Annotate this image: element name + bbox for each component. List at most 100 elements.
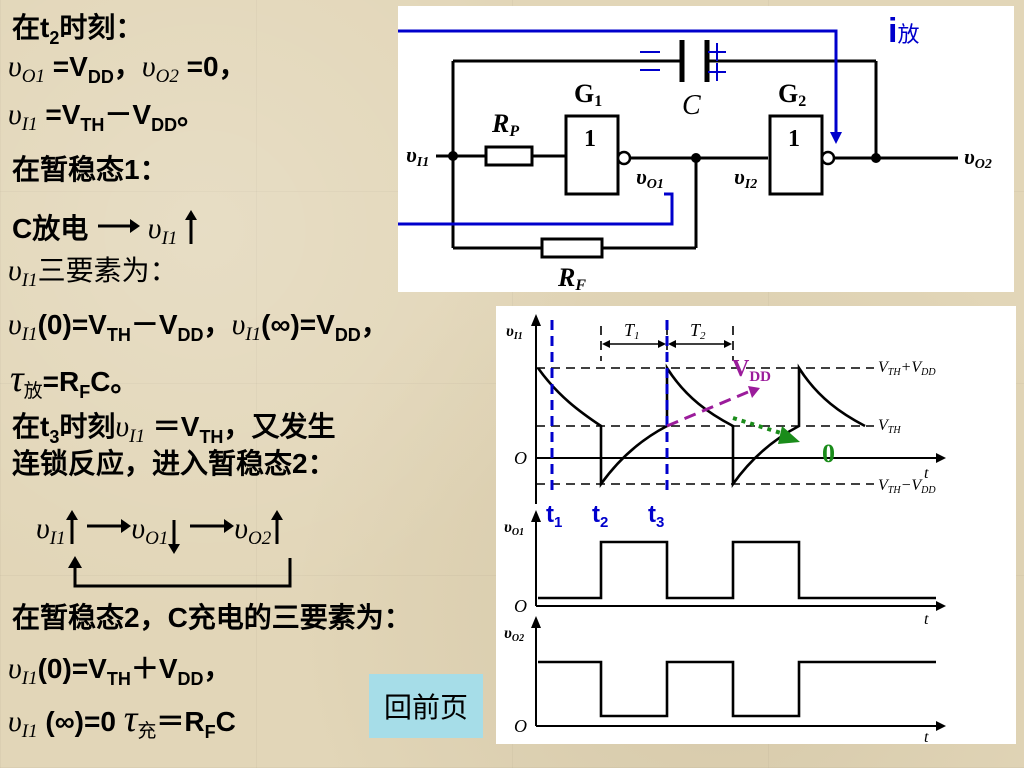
- line-t2-moment: 在t2时刻：: [12, 12, 144, 48]
- inverter-bubble-g2: [820, 150, 836, 166]
- text: TH: [199, 427, 224, 447]
- text: －V: [130, 309, 178, 340]
- upsilon: υ: [8, 308, 22, 341]
- vo1-waveform: [538, 540, 936, 600]
- waveform-panel: υI1 υO1 υO2 T1 T2 VTH+VDD VTH VTH−VDD O …: [496, 306, 1016, 746]
- text: ＝R: [156, 706, 205, 737]
- origin-label: O: [514, 596, 527, 616]
- text: 放: [23, 381, 43, 402]
- origin-label: O: [514, 448, 527, 468]
- line-t3-moment: 在t3时刻υI1 ＝VTH，又发生: [12, 411, 336, 447]
- line-charge-initial: υI1(0)=VTH＋VDD，: [8, 652, 232, 689]
- text: O1: [21, 66, 46, 87]
- text: (∞)=0: [45, 706, 116, 737]
- back-to-previous-page-button[interactable]: 回前页: [369, 674, 483, 738]
- text: I1: [49, 528, 66, 549]
- origin-label: O: [514, 716, 527, 736]
- vi1-axis-label: υI1: [506, 323, 523, 342]
- t2-period-label: T2: [690, 320, 706, 342]
- text: C: [215, 706, 236, 737]
- text: I1: [129, 426, 145, 447]
- text: I1: [245, 324, 262, 345]
- text: =0，: [178, 51, 247, 82]
- period-arrowheads: [602, 340, 732, 348]
- tau: τ: [123, 698, 138, 740]
- text: ，: [203, 653, 232, 684]
- text: =V: [52, 51, 88, 82]
- resistor-rp: [484, 145, 534, 167]
- upsilon: υ: [147, 212, 162, 245]
- upsilon: υ: [234, 512, 248, 545]
- text: DD: [177, 669, 204, 689]
- waveform-diagram: υI1 υO1 υO2 T1 T2 VTH+VDD VTH VTH−VDD O …: [504, 314, 946, 746]
- text: F: [204, 722, 216, 742]
- node: [448, 151, 458, 161]
- vo2-label: υO2: [964, 144, 992, 172]
- text: ，又发生: [223, 411, 336, 442]
- text: 时刻：: [59, 12, 144, 43]
- text: I1: [161, 228, 178, 249]
- text: I1: [21, 324, 38, 345]
- text: O2: [155, 66, 179, 87]
- rp-label: RP: [491, 109, 519, 140]
- text: (0)=V: [37, 309, 107, 340]
- vi1-waveform: [536, 363, 866, 489]
- vth-label: VTH: [878, 417, 901, 436]
- i-discharge-label: i放: [888, 12, 919, 50]
- upsilon: υ: [8, 652, 22, 685]
- text: ，: [113, 51, 142, 82]
- text: TH: [80, 115, 105, 135]
- down-arrow-icon: [168, 520, 181, 554]
- up-arrow-icon: [271, 510, 284, 544]
- text: (∞)=V: [261, 309, 335, 340]
- capacitor-label: C: [682, 90, 701, 121]
- line-vo1-vo2: υO1 =VDD，υO2 =0，: [8, 51, 247, 87]
- text: I1: [21, 721, 38, 742]
- upsilon: υ: [231, 308, 246, 341]
- asymptote-zero-arrow-icon: [778, 426, 800, 444]
- text: 充: [137, 721, 157, 742]
- line-vi1-initial: υI1 =VTH－VDD。: [8, 98, 205, 135]
- axes: [535, 324, 936, 727]
- vi2-label: υI2: [734, 164, 757, 192]
- text: O1: [145, 528, 169, 549]
- text: DD: [87, 67, 114, 87]
- text: DD: [177, 325, 204, 345]
- vth-minus-vdd-label: VTH−VDD: [878, 477, 936, 496]
- upsilon: υ: [8, 98, 22, 131]
- vo2-axis-label: υO2: [504, 625, 524, 644]
- asymptote-vdd-line: [666, 390, 749, 428]
- g1-function: 1: [584, 126, 596, 152]
- g2-function: 1: [788, 126, 800, 152]
- line-chain-reaction: 连锁反应，进入暂稳态2：: [12, 448, 336, 479]
- text: 2: [49, 28, 60, 48]
- text: 在t: [12, 12, 50, 43]
- time-markers: [550, 320, 669, 496]
- up-arrow-icon: [185, 210, 198, 244]
- line-temporary-state-2: 在暂稳态2，C充电的三要素为：: [12, 602, 412, 633]
- text: (0)=V: [37, 653, 107, 684]
- upsilon: υ: [8, 254, 22, 287]
- up-arrow-icon: [65, 510, 78, 544]
- text: DD: [151, 115, 178, 135]
- text: －V: [104, 99, 152, 130]
- t1-marker-label: t1: [546, 501, 562, 531]
- chain-formula: υI1 υO1 υO2: [36, 510, 284, 554]
- t3-marker-label: t3: [648, 501, 664, 531]
- asymptote-vdd-arrow-icon: [748, 386, 760, 398]
- right-arrow-icon: [87, 519, 132, 533]
- text: TH: [106, 669, 131, 689]
- vdd-asymptote-label: VDD: [732, 356, 771, 385]
- vo2-waveform: [538, 660, 936, 718]
- text: ＝V: [144, 411, 200, 442]
- vo1-label: υO1: [636, 164, 664, 192]
- right-arrow-icon: [190, 519, 235, 533]
- upsilon: υ: [36, 512, 50, 545]
- line-tau-discharge: τ放=RFC。: [10, 360, 138, 401]
- gate-g2: [768, 114, 824, 196]
- axis-arrows: [531, 314, 946, 731]
- capacitor-polarity: [640, 43, 726, 81]
- text: I1: [21, 270, 38, 291]
- text: I1: [21, 114, 38, 135]
- vth-plus-vdd-label: VTH+VDD: [878, 359, 936, 378]
